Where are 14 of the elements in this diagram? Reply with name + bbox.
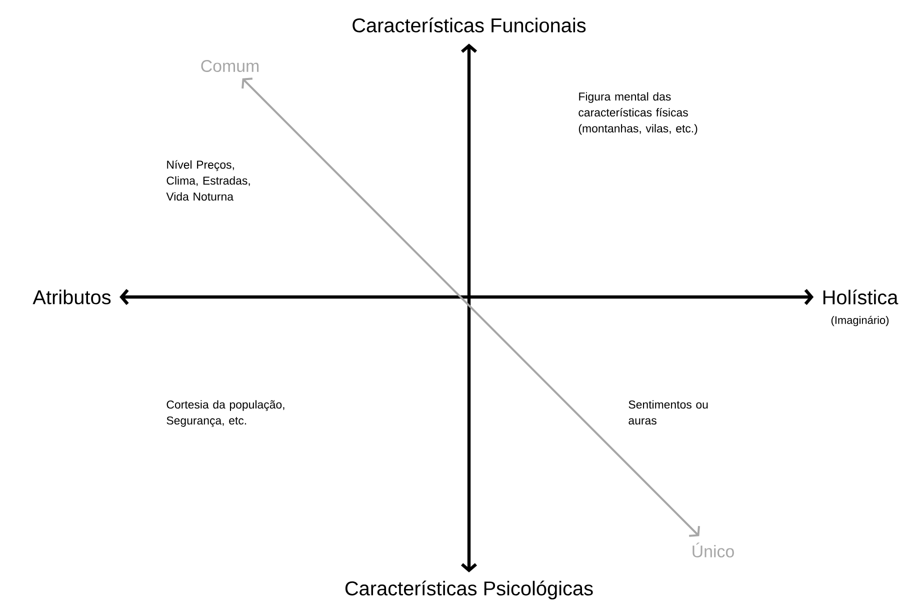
quadrant-note: Figura mental das características físicas (montanhas, vilas, etc.) <box>578 92 698 135</box>
axis-label: Único <box>692 542 734 558</box>
axis-arrow <box>242 78 700 537</box>
quadrant-note: Cortesia da população, Segurança, etc. <box>166 400 284 427</box>
quadrant-note: Nível Preços, Clima, Estradas, Vida Noturna <box>166 160 250 201</box>
axis-label: Características Psicológicas <box>345 580 593 600</box>
axis-label: Holística <box>823 290 898 304</box>
axis-arrow <box>120 288 814 305</box>
quadrant-note: Sentimentos ou auras <box>628 400 708 425</box>
axis-label: Características Funcionais <box>352 18 586 32</box>
axis-label: Atributos <box>32 290 111 304</box>
axis-label: Comum <box>201 60 259 72</box>
axis-arrow <box>461 44 478 572</box>
axis-note: (Imaginário) <box>831 316 889 326</box>
